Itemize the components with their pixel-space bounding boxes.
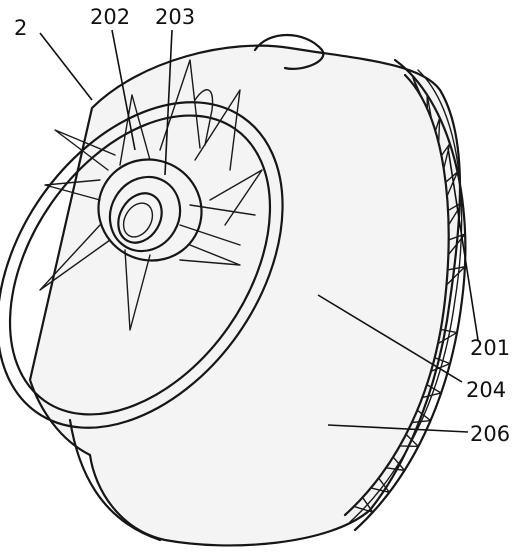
blade — [124, 249, 151, 331]
blade — [194, 89, 241, 171]
reference-numerals: 2 202 203 201 204 206 — [14, 5, 510, 446]
blade — [159, 59, 201, 151]
blade-slot — [194, 89, 214, 146]
hub-outer — [97, 158, 203, 262]
ring-vane — [411, 409, 432, 424]
ring-vane — [370, 477, 391, 494]
central-hub — [97, 158, 203, 262]
leader-204 — [317, 294, 463, 383]
callout-204: 204 — [466, 378, 506, 402]
ring-vane — [411, 74, 424, 101]
callout-206: 206 — [470, 422, 510, 446]
blade — [44, 179, 101, 201]
leader-202 — [111, 29, 136, 151]
blade-strut — [179, 224, 241, 246]
ring-vane — [437, 328, 458, 345]
ring-vane — [447, 233, 466, 256]
ring-vane — [426, 94, 433, 121]
leader-206 — [327, 424, 469, 433]
leader-201 — [447, 147, 479, 341]
ring-vane — [353, 496, 374, 513]
blade — [119, 94, 151, 166]
housing-bottom-lobe — [68, 418, 162, 542]
blade — [209, 169, 263, 226]
impeller-body — [28, 33, 462, 547]
ring-vane — [444, 171, 459, 197]
ring-vane — [445, 266, 466, 286]
blade — [54, 129, 116, 171]
hub-bore — [117, 192, 163, 244]
outer-blade-ring — [343, 58, 467, 532]
ring-vane — [385, 456, 406, 472]
hub-ring — [108, 175, 182, 253]
ring-vanes — [353, 74, 466, 513]
ring-outer-edge — [353, 58, 467, 532]
ring-vane — [399, 433, 420, 448]
callout-2: 2 — [14, 16, 27, 40]
callout-203: 203 — [155, 5, 195, 29]
ring-vane — [447, 201, 464, 226]
callout-202: 202 — [90, 5, 130, 29]
ring-vane — [434, 117, 441, 144]
blade — [39, 224, 111, 291]
hub-bore-inner — [122, 202, 154, 238]
ring-vane — [421, 383, 442, 399]
ring-mid-edge — [349, 69, 463, 523]
inner-blades — [39, 59, 263, 331]
blade — [179, 244, 241, 266]
housing-silhouette — [28, 44, 462, 547]
leader-2 — [39, 32, 93, 101]
ring-vane — [440, 142, 451, 170]
housing-top-lobe — [253, 33, 325, 70]
rim-outer-ellipse — [0, 101, 284, 429]
leader-lines — [39, 29, 479, 433]
callout-201: 201 — [470, 336, 510, 360]
leader-203 — [164, 29, 173, 176]
